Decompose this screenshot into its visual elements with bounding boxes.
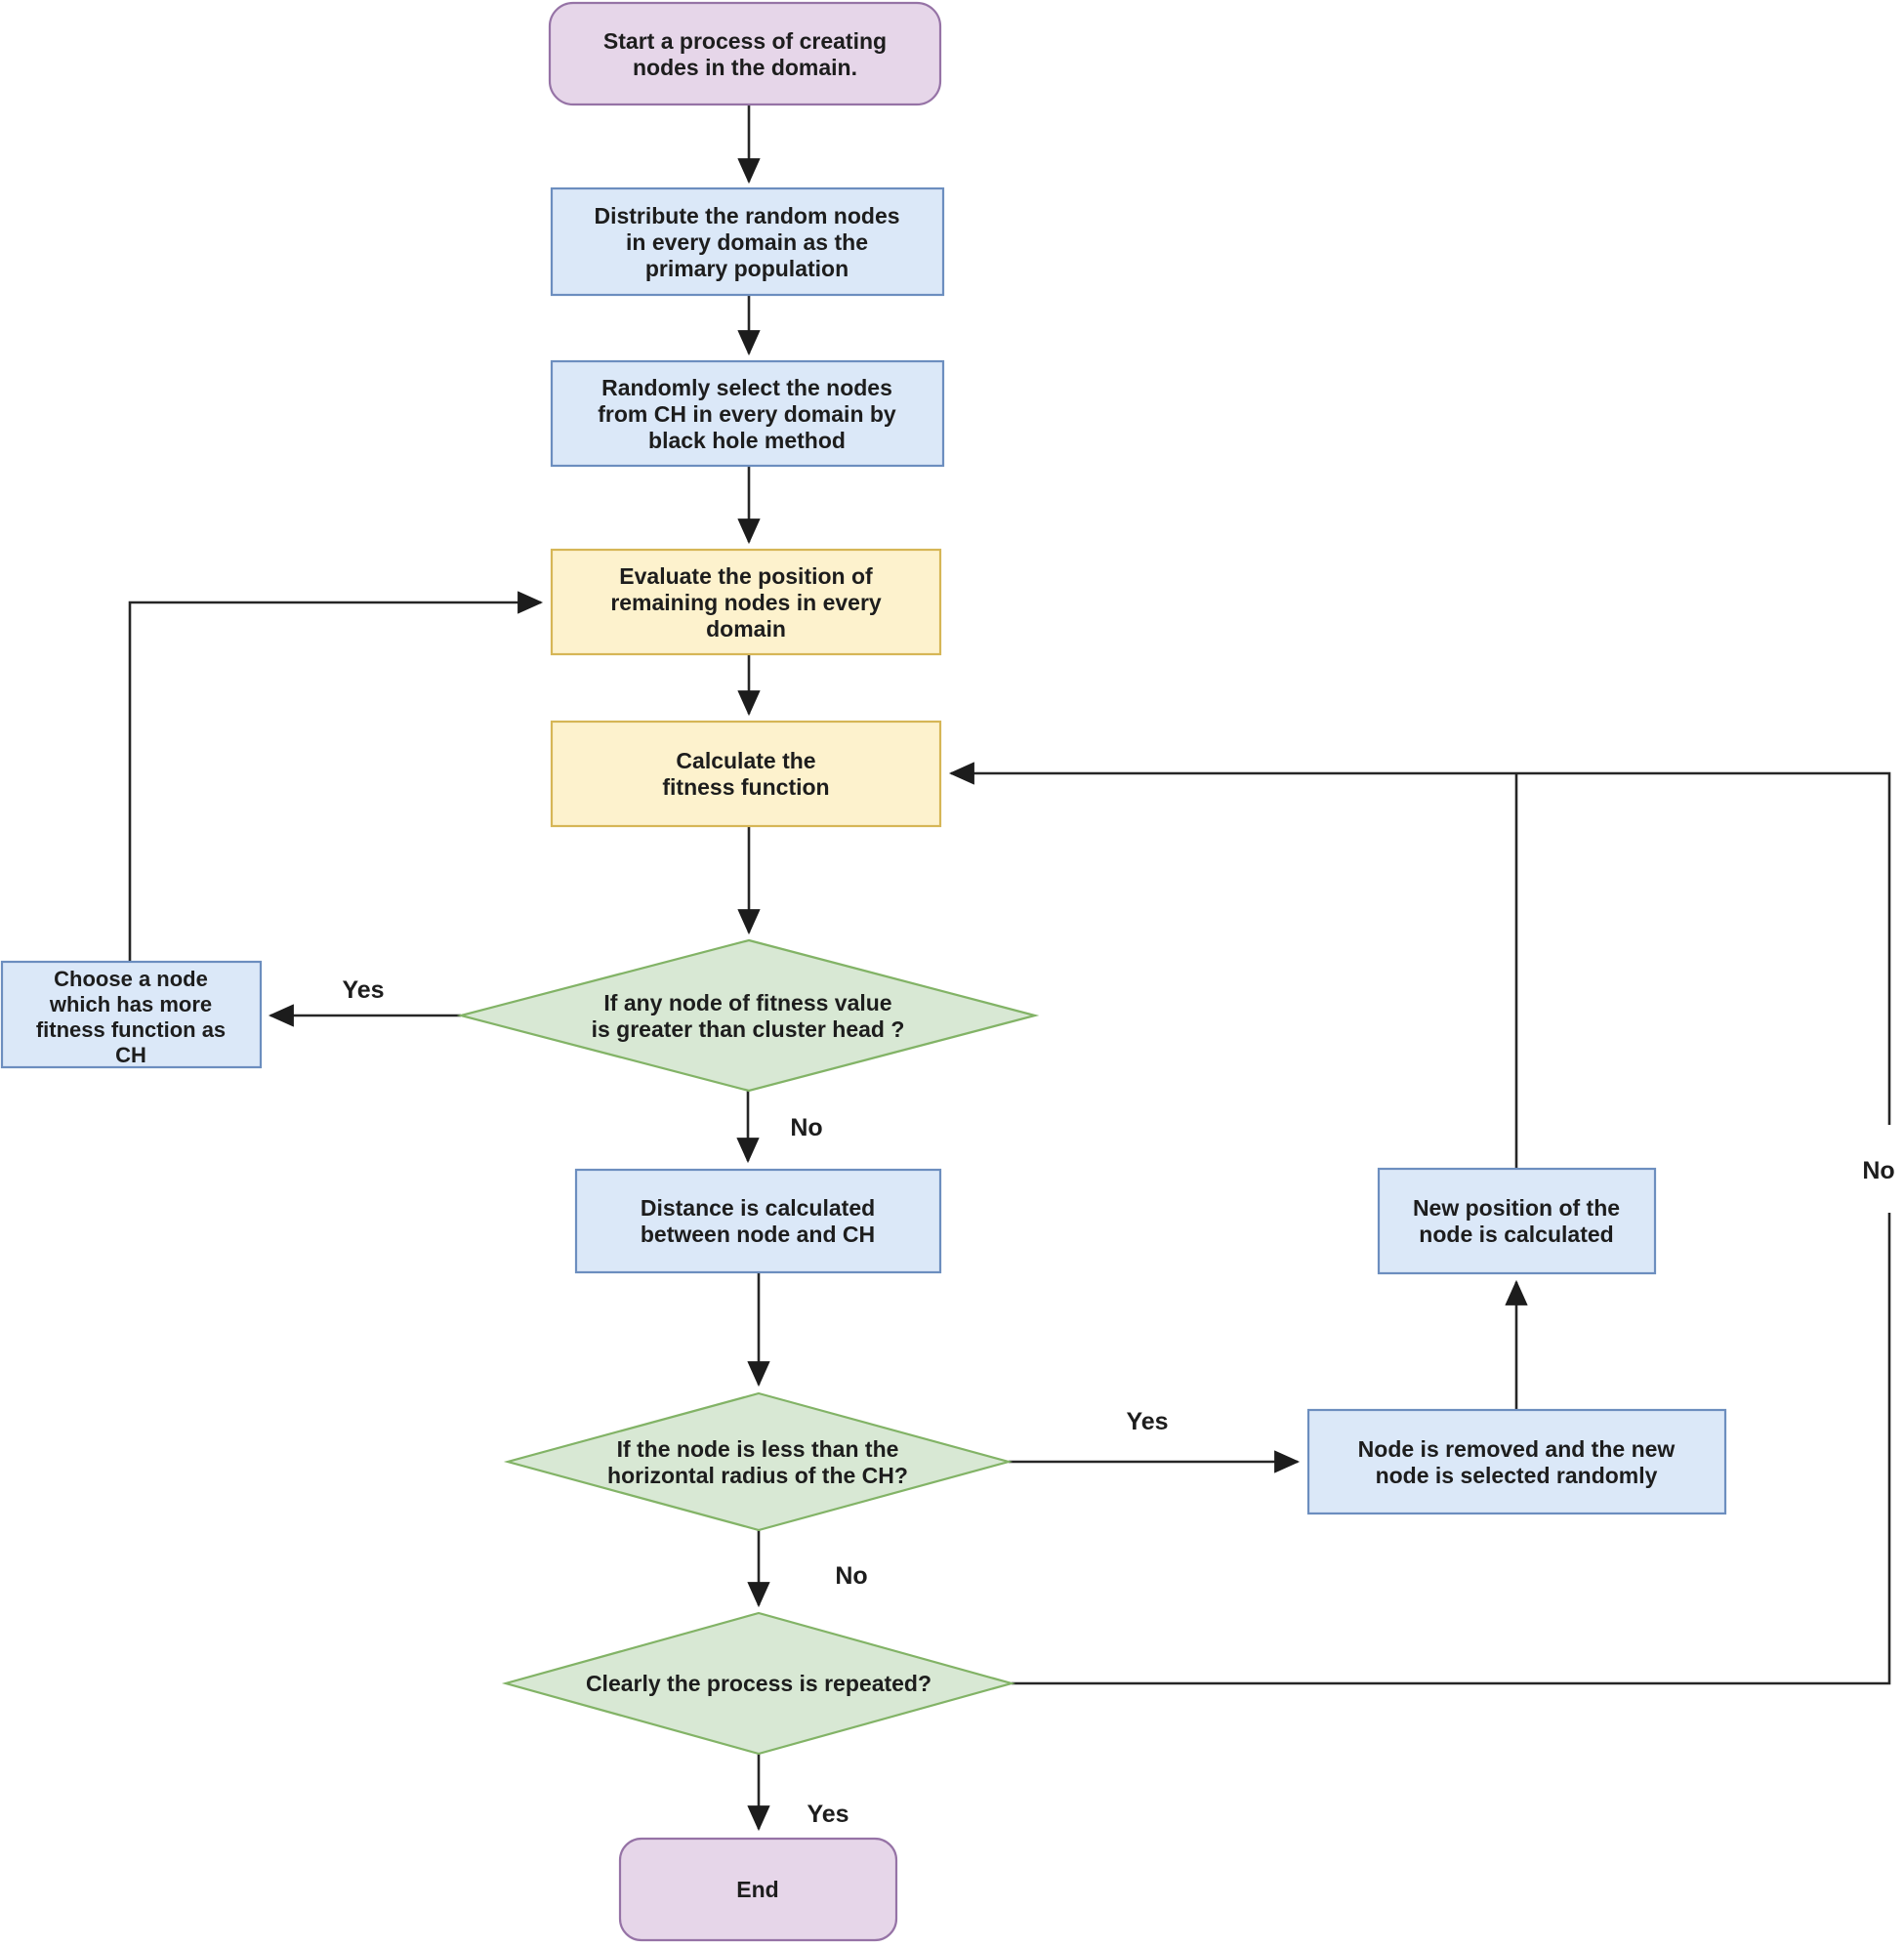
- choose-node-shape: [0, 960, 263, 1069]
- distribute-nodes-label: primary population: [645, 256, 849, 281]
- evaluate-position-step: Evaluate the position of remaining nodes…: [550, 548, 942, 656]
- flow-edges: [128, 104, 1891, 1832]
- evaluate-position-label: domain: [706, 616, 786, 642]
- arrow-choose-node-to-evaluate-loop: [128, 591, 544, 962]
- new-position-shape: [1377, 1167, 1657, 1275]
- node-removed-step: Node is removed and the new node is sele…: [1306, 1408, 1727, 1515]
- radius-decision-label: If the node is less than the: [617, 1436, 899, 1462]
- edge-labels: Yes No Yes No No Yes: [342, 976, 1894, 1828]
- line-repeat-no-lower: [1012, 1213, 1891, 1685]
- new-position-step: New position of the node is calculated: [1377, 1167, 1657, 1275]
- repeat-no-label: No: [1862, 1157, 1894, 1184]
- distribute-nodes-label: in every domain as the: [626, 229, 868, 255]
- fitness-decision: If any node of fitness value is greater …: [456, 938, 1040, 1093]
- distribute-nodes-step: Distribute the random nodes in every dom…: [550, 187, 945, 297]
- node-removed-label: node is selected randomly: [1376, 1463, 1658, 1488]
- radius-no-label: No: [835, 1562, 867, 1590]
- new-position-label: New position of the: [1413, 1195, 1620, 1221]
- repeat-decision-shape: [501, 1611, 1016, 1756]
- start-node-label: nodes in the domain.: [633, 55, 857, 80]
- repeat-decision: Clearly the process is repeated?: [501, 1611, 1016, 1756]
- choose-node-label: CH: [115, 1043, 146, 1067]
- radius-decision-label: horizontal radius of the CH?: [607, 1463, 908, 1488]
- randomly-select-label: black hole method: [648, 428, 846, 453]
- fitness-decision-label: If any node of fitness value: [603, 990, 891, 1015]
- end-node-label: End: [736, 1877, 778, 1902]
- new-position-label: node is calculated: [1419, 1222, 1613, 1247]
- calculate-fitness-step: Calculate the fitness function: [550, 720, 942, 828]
- node-removed-shape: [1306, 1408, 1727, 1515]
- distance-calculated-shape: [574, 1168, 942, 1274]
- calculate-fitness-label: fitness function: [662, 774, 829, 800]
- evaluate-position-label: Evaluate the position of: [619, 563, 873, 589]
- choose-node-label: fitness function as: [36, 1017, 226, 1042]
- radius-yes-label: Yes: [1126, 1408, 1168, 1435]
- randomly-select-shape: [550, 359, 945, 468]
- choose-node-step: Choose a node which has more fitness fun…: [0, 960, 263, 1069]
- repeat-decision-label: Clearly the process is repeated?: [586, 1671, 931, 1696]
- choose-node-label: Choose a node: [54, 967, 208, 991]
- distance-calculated-label: between node and CH: [641, 1222, 875, 1247]
- fitness-yes-label: Yes: [342, 976, 384, 1004]
- fitness-decision-label: is greater than cluster head ?: [592, 1016, 905, 1042]
- randomly-select-label: Randomly select the nodes: [601, 375, 892, 400]
- choose-node-label: which has more: [49, 992, 212, 1016]
- distance-calculated-step: Distance is calculated between node and …: [574, 1168, 942, 1274]
- end-node-shape: [618, 1837, 898, 1942]
- start-node-label: Start a process of creating: [603, 28, 887, 54]
- start-node-shape: [548, 1, 942, 106]
- line-repeat-no-upper-to-calculate: [948, 762, 1891, 1125]
- randomly-select-step: Randomly select the nodes from CH in eve…: [550, 359, 945, 468]
- radius-decision: If the node is less than the horizontal …: [503, 1391, 1014, 1532]
- distribute-nodes-label: Distribute the random nodes: [594, 203, 899, 228]
- evaluate-position-label: remaining nodes in every: [610, 590, 882, 615]
- end-node: End: [618, 1837, 898, 1942]
- distance-calculated-label: Distance is calculated: [641, 1195, 875, 1221]
- radius-decision-shape: [503, 1391, 1014, 1532]
- distribute-nodes-shape: [550, 187, 945, 297]
- randomly-select-label: from CH in every domain by: [598, 401, 896, 427]
- node-removed-label: Node is removed and the new: [1358, 1436, 1676, 1462]
- fitness-no-label: No: [790, 1114, 822, 1141]
- start-node: Start a process of creating nodes in the…: [548, 1, 942, 106]
- fitness-decision-shape: [456, 938, 1040, 1093]
- calculate-fitness-label: Calculate the: [676, 748, 815, 773]
- repeat-yes-label: Yes: [807, 1801, 849, 1828]
- evaluate-position-shape: [550, 548, 942, 656]
- calculate-fitness-shape: [550, 720, 942, 828]
